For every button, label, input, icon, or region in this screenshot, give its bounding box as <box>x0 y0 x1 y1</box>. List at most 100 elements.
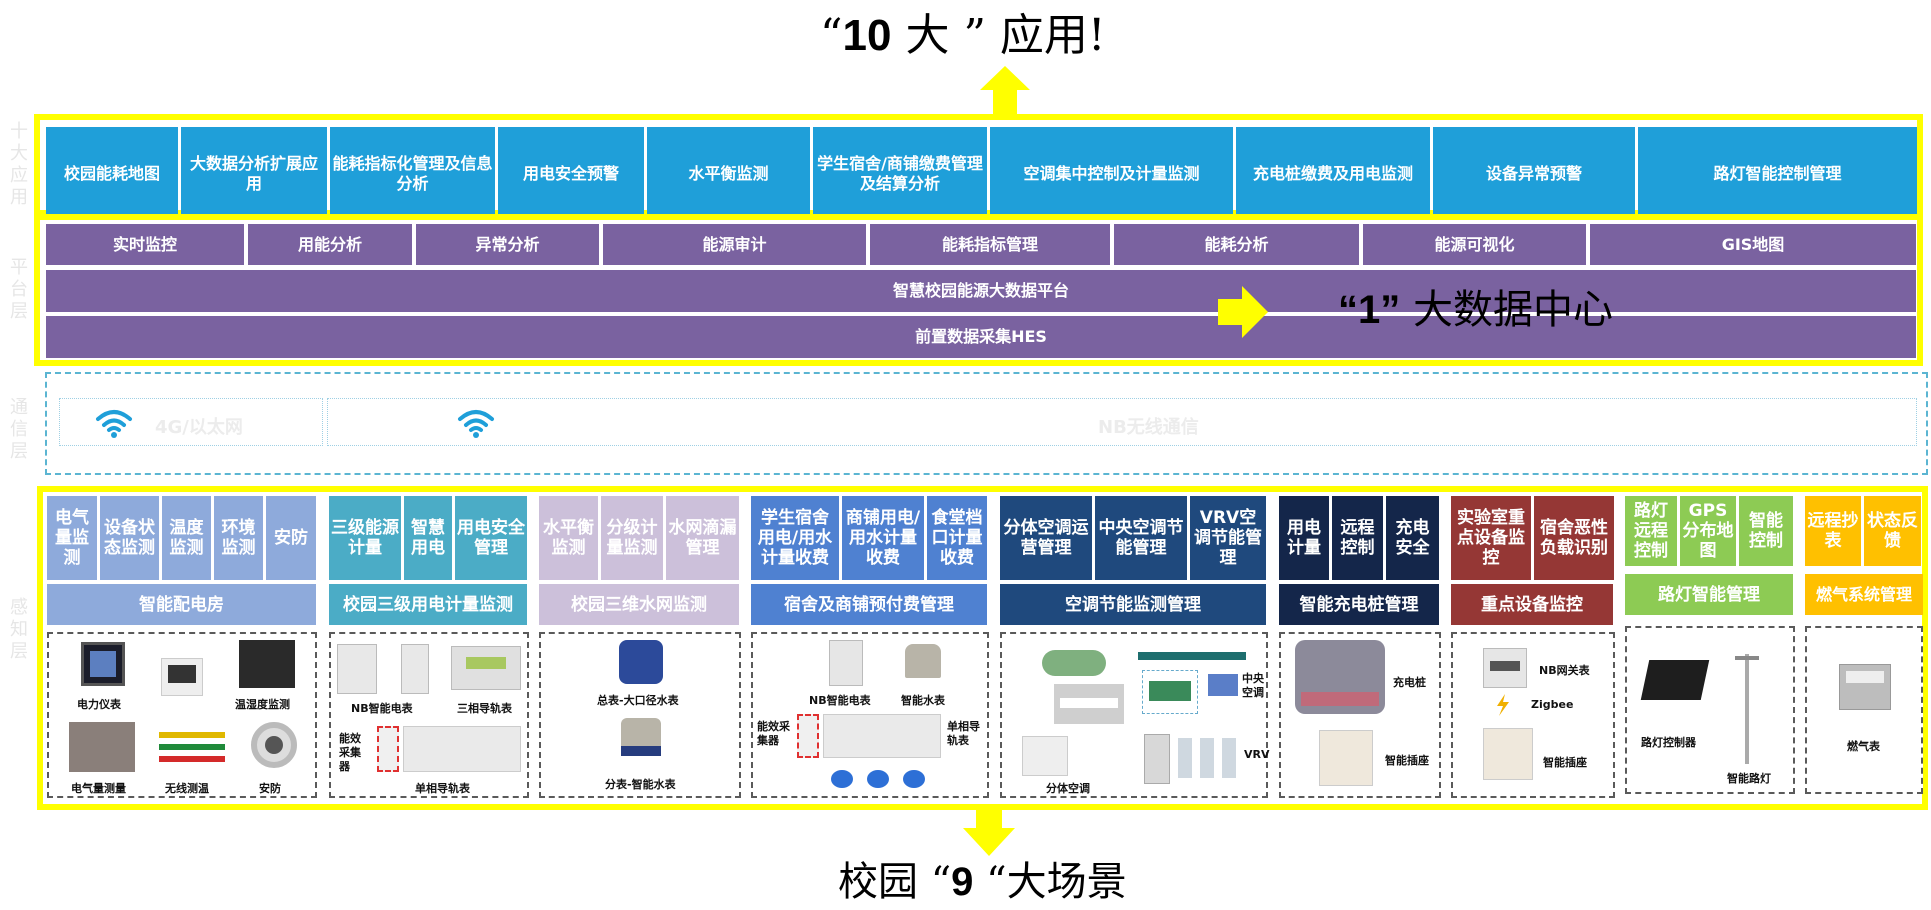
scene-title[interactable]: 重点设备监控 <box>1451 584 1613 625</box>
device-label: 电气量测量 <box>71 782 126 795</box>
feature-remote-control[interactable]: 远程控制 <box>1332 496 1383 580</box>
platform-function-visualization[interactable]: 能源可视化 <box>1363 224 1586 265</box>
feature-dorm-billing[interactable]: 学生宿舍用电/用水计量收费 <box>751 496 839 580</box>
device-label: Zigbee <box>1531 698 1574 711</box>
feature-electricity-metering[interactable]: 用电计量 <box>1279 496 1329 580</box>
scene-title[interactable]: 燃气系统管理 <box>1805 574 1923 615</box>
network-4g-ethernet[interactable]: 4G/以太网 <box>59 398 323 446</box>
smart-streetlight-image <box>1745 654 1749 764</box>
central-ac-controller-image <box>1208 674 1238 696</box>
platform-layer: 实时监控 用能分析 异常分析 能源审计 能耗指标管理 能耗分析 能源可视化 GI… <box>34 214 1923 366</box>
device-panel: NB智能电表 智能水表 能效采集器 单相导轨表 <box>751 632 989 798</box>
platform-function-energy-audit[interactable]: 能源审计 <box>603 224 866 265</box>
device-label: 充电桩 <box>1393 676 1426 689</box>
smart-streetlight-image <box>1735 656 1759 660</box>
wireless-temp-sensor-image <box>159 744 225 750</box>
network-nb-wireless[interactable]: NB无线通信 <box>327 398 1917 446</box>
applications-title-text: 大 ” 应用! <box>905 10 1106 61</box>
feature-electrical-safety-management[interactable]: 用电安全管理 <box>455 496 527 580</box>
wifi-icon <box>458 410 494 438</box>
vrv-indoor-units-image <box>1178 738 1240 778</box>
feature-environment-monitoring[interactable]: 环境监测 <box>214 496 263 580</box>
feature-electrical-monitoring[interactable]: 电气量监测 <box>47 496 97 580</box>
app-device-anomaly-warning[interactable]: 设备异常预警 <box>1433 127 1635 220</box>
network-4g-label: 4G/以太网 <box>155 417 243 438</box>
app-dorm-shop-billing[interactable]: 学生宿舍/商铺缴费管理及结算分析 <box>813 127 987 220</box>
feature-water-balance[interactable]: 水平衡监测 <box>539 496 598 580</box>
scenes-layer: 电气量监测 设备状态监测 温度监测 环境监测 安防 智能配电房 电力仪表 温湿度… <box>37 486 1928 810</box>
device-label: 单相导轨表 <box>415 782 470 795</box>
feature-temperature-monitoring[interactable]: 温度监测 <box>162 496 211 580</box>
scene-title[interactable]: 空调节能监测管理 <box>1000 584 1266 625</box>
scene-title[interactable]: 路灯智能管理 <box>1625 574 1793 615</box>
feature-split-ac-management[interactable]: 分体空调运营管理 <box>1000 496 1092 580</box>
app-streetlight-control[interactable]: 路灯智能控制管理 <box>1638 127 1917 220</box>
platform-function-gis-map[interactable]: GIS地图 <box>1590 224 1916 265</box>
big-data-platform[interactable]: 智慧校园能源大数据平台 <box>46 270 1916 312</box>
scene-title[interactable]: 智能配电房 <box>47 584 316 625</box>
temp-humidity-monitor-image <box>239 640 295 688</box>
device-label: NB智能电表 <box>351 702 413 715</box>
feature-shop-billing[interactable]: 商铺用电/用水计量收费 <box>842 496 924 580</box>
feature-malicious-load-detection[interactable]: 宿舍恶性负载识别 <box>1534 496 1614 580</box>
app-charging-pile-billing[interactable]: 充电桩缴费及用电监测 <box>1236 127 1430 220</box>
scene-title[interactable]: 校园三级用电计量监测 <box>329 584 527 625</box>
device-label: 电力仪表 <box>77 698 121 711</box>
central-ac-bus-image <box>1138 652 1246 660</box>
app-energy-index-management[interactable]: 能耗指标化管理及信息分析 <box>330 127 495 220</box>
wireless-temp-sensor-image <box>159 756 225 762</box>
feature-security[interactable]: 安防 <box>266 496 316 580</box>
scene-title[interactable]: 宿舍及商铺预付费管理 <box>751 584 987 625</box>
side-label-platform: 平台层 <box>7 257 28 323</box>
wifi-icon <box>96 410 132 438</box>
feature-gps-distribution-map[interactable]: GPS分布地图 <box>1680 496 1736 566</box>
device-label: 分体空调 <box>1046 782 1090 795</box>
platform-function-consumption-analysis[interactable]: 能耗分析 <box>1114 224 1359 265</box>
app-electrical-safety-warning[interactable]: 用电安全预警 <box>498 127 644 220</box>
vrv-outdoor-unit-image <box>1144 734 1170 784</box>
platform-function-realtime-monitoring[interactable]: 实时监控 <box>46 224 244 265</box>
device-label: 智能水表 <box>901 694 945 707</box>
gas-meter-image <box>1839 664 1891 710</box>
device-label: 安防 <box>259 782 281 795</box>
device-label: 能效采集器 <box>339 732 361 773</box>
device-panel: 燃气表 <box>1805 626 1923 794</box>
arrow-down-icon <box>963 808 1015 856</box>
smart-socket-image <box>1319 730 1373 786</box>
applications-layer: 校园能耗地图 大数据分析扩展应用 能耗指标化管理及信息分析 用电安全预警 水平衡… <box>34 114 1923 220</box>
device-label: NB网关表 <box>1539 664 1590 677</box>
smart-socket-image <box>1483 728 1533 780</box>
device-panel: 分体空调 中央空调 VRV <box>1000 632 1270 798</box>
app-water-balance-monitoring[interactable]: 水平衡监测 <box>647 127 810 220</box>
platform-function-index-management[interactable]: 能耗指标管理 <box>870 224 1110 265</box>
feature-equipment-status[interactable]: 设备状态监测 <box>100 496 159 580</box>
platform-function-anomaly-analysis[interactable]: 异常分析 <box>416 224 599 265</box>
feature-smart-control[interactable]: 智能控制 <box>1739 496 1793 566</box>
arrow-up-icon <box>980 66 1030 118</box>
feature-charging-safety[interactable]: 充电安全 <box>1386 496 1439 580</box>
feature-three-level-metering[interactable]: 三级能源计量 <box>329 496 401 580</box>
feature-streetlight-remote-control[interactable]: 路灯远程控制 <box>1625 496 1677 566</box>
applications-count: 10 <box>842 11 892 60</box>
app-ac-control-metering[interactable]: 空调集中控制及计量监测 <box>990 127 1233 220</box>
platform-function-energy-analysis[interactable]: 用能分析 <box>248 224 412 265</box>
energy-collector-image <box>797 714 819 758</box>
feature-lab-equipment-monitoring[interactable]: 实验室重点设备监控 <box>1451 496 1531 580</box>
feature-leak-management[interactable]: 水网滴漏管理 <box>666 496 739 580</box>
scene-title[interactable]: 校园三维水网监测 <box>539 584 739 625</box>
three-phase-meter-image <box>451 646 521 690</box>
scene-title[interactable]: 智能充电桩管理 <box>1279 584 1439 625</box>
feature-canteen-billing[interactable]: 食堂档口计量收费 <box>927 496 987 580</box>
hes-data-collection[interactable]: 前置数据采集HES <box>46 316 1916 358</box>
feature-smart-electricity[interactable]: 智慧用电 <box>404 496 452 580</box>
arrow-right-icon <box>1218 286 1268 338</box>
device-label: 分表-智能水表 <box>605 778 676 791</box>
feature-tiered-metering[interactable]: 分级计量监测 <box>601 496 663 580</box>
app-campus-energy-map[interactable]: 校园能耗地图 <box>46 127 178 220</box>
app-big-data-analysis[interactable]: 大数据分析扩展应用 <box>181 127 327 220</box>
feature-vrv-ac-management[interactable]: VRV空调节能管理 <box>1190 496 1266 580</box>
feature-remote-meter-reading[interactable]: 远程抄表 <box>1805 496 1861 566</box>
scenes-count: 9 <box>951 860 974 904</box>
feature-status-feedback[interactable]: 状态反馈 <box>1864 496 1921 566</box>
feature-central-ac-management[interactable]: 中央空调节能管理 <box>1095 496 1187 580</box>
